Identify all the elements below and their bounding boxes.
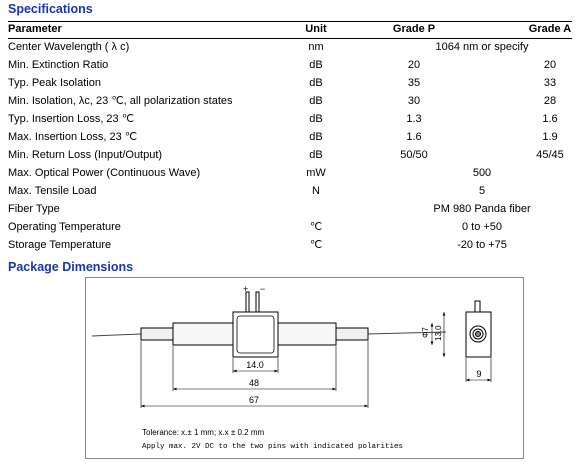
row-parameter: Operating Temperature — [8, 221, 121, 233]
row-unit: N — [312, 185, 320, 197]
row-unit: dB — [309, 149, 323, 161]
isolator-body-inner — [236, 315, 275, 354]
input-fiber — [91, 333, 142, 337]
table-row: Min. Return Loss (Input/Output) dB 50/50 45… — [8, 146, 572, 164]
table-row: Max. Insertion Loss, 23 ℃ dB 1.6 1.9 — [8, 128, 572, 146]
row-value-span: PM 980 Panda fiber — [433, 203, 531, 215]
right-tube — [275, 322, 337, 346]
header-top-divider — [8, 21, 572, 22]
row-grade-p: 35 — [407, 77, 421, 89]
row-unit: mW — [306, 167, 326, 179]
row-parameter: Min. Return Loss (Input/Output) — [8, 149, 163, 161]
row-parameter: Max. Optical Power (Continuous Wave) — [8, 167, 201, 179]
header-bottom-divider — [8, 38, 572, 39]
right-boot — [335, 327, 369, 341]
header-parameter: Parameter — [8, 23, 62, 35]
row-value-span: -20 to +75 — [457, 239, 507, 251]
table-row: Center Wavelength ( λ c) nm 1064 nm or spe… — [8, 38, 572, 56]
table-row: Typ. Peak Isolation dB 35 33 — [8, 74, 572, 92]
row-grade-p: 20 — [407, 59, 421, 71]
header-grade-a: Grade A — [528, 23, 572, 35]
dim-67: 67 — [249, 395, 259, 405]
plus-label: + — [243, 284, 248, 294]
package-dimensions-title: Package Dimensions — [8, 260, 134, 274]
row-unit: nm — [308, 41, 324, 53]
row-grade-p: 50/50 — [400, 149, 428, 161]
row-value-span: 0 to +50 — [461, 221, 503, 233]
row-parameter: Storage Temperature — [8, 239, 112, 251]
row-unit: dB — [309, 77, 323, 89]
table-row: Typ. Insertion Loss, 23 ℃ dB 1.3 1.6 — [8, 110, 572, 128]
row-unit: ℃ — [309, 239, 323, 251]
table-row: Max. Tensile Load N 5 — [8, 182, 572, 200]
dim-phi7: Φ7 — [421, 327, 430, 338]
left-boot — [140, 327, 174, 341]
tolerance-note: Tolerance: x.± 1 mm; x.x ± 0.2 mm — [142, 428, 264, 437]
row-parameter: Min. Isolation, λc, 23 ℃, all polarizati… — [8, 95, 233, 107]
row-value-span: 500 — [472, 167, 492, 179]
pin-positive — [245, 291, 250, 313]
row-parameter: Max. Insertion Loss, 23 ℃ — [8, 131, 138, 143]
header-grade-p: Grade P — [392, 23, 436, 35]
row-unit: dB — [309, 113, 323, 125]
row-grade-a: 1.9 — [542, 131, 558, 143]
table-row: Operating Temperature ℃ 0 to +50 — [8, 218, 572, 236]
polarity-note: Apply max. 2V DC to the two pins with in… — [142, 443, 403, 451]
table-row: Max. Optical Power (Continuous Wave) mW 50… — [8, 164, 572, 182]
package-drawing: + − 14.0 48 67 Φ7 13.0 9 Tolerance: x — [91, 284, 492, 451]
row-grade-a: 20 — [543, 59, 557, 71]
row-value-span: 1064 nm or specify — [435, 41, 529, 53]
row-grade-a: 1.6 — [542, 113, 558, 125]
row-value-span: 5 — [478, 185, 486, 197]
package-drawing-frame: + − 14.0 48 67 Φ7 13.0 9 Tolerance: x — [85, 277, 524, 459]
row-unit: dB — [309, 131, 323, 143]
dim-13: 13.0 — [434, 325, 443, 341]
dim-9: 9 — [476, 369, 481, 379]
row-unit: ℃ — [309, 221, 323, 233]
row-unit: dB — [309, 59, 323, 71]
row-grade-p: 1.6 — [406, 131, 422, 143]
table-row: Min. Extinction Ratio dB 20 20 — [8, 56, 572, 74]
row-parameter: Typ. Insertion Loss, 23 ℃ — [8, 113, 135, 125]
row-grade-p: 1.3 — [406, 113, 422, 125]
minus-label: − — [260, 284, 265, 294]
row-grade-a: 28 — [543, 95, 557, 107]
pin-negative — [255, 291, 260, 313]
dim-48: 48 — [249, 378, 259, 388]
left-tube — [172, 322, 236, 346]
specifications-title: Specifications — [8, 2, 93, 16]
header-unit: Unit — [305, 23, 327, 35]
table-row: Storage Temperature ℃ -20 to +75 — [8, 236, 572, 254]
row-parameter: Typ. Peak Isolation — [8, 77, 101, 89]
table-header: Parameter Unit Grade P Grade A — [8, 20, 572, 38]
table-row: Fiber Type PM 980 Panda fiber — [8, 200, 572, 218]
row-parameter: Max. Tensile Load — [8, 185, 97, 197]
dim-14: 14.0 — [246, 360, 264, 370]
row-grade-a: 33 — [543, 77, 557, 89]
row-unit: dB — [309, 95, 323, 107]
table-row: Min. Isolation, λc, 23 ℃, all polarizati… — [8, 92, 572, 110]
row-parameter: Center Wavelength ( λ c) — [8, 41, 130, 53]
row-parameter: Min. Extinction Ratio — [8, 59, 109, 71]
row-grade-p: 30 — [407, 95, 421, 107]
side-view-pin — [474, 300, 481, 314]
row-parameter: Fiber Type — [8, 203, 60, 215]
row-grade-a: 45/45 — [536, 149, 564, 161]
